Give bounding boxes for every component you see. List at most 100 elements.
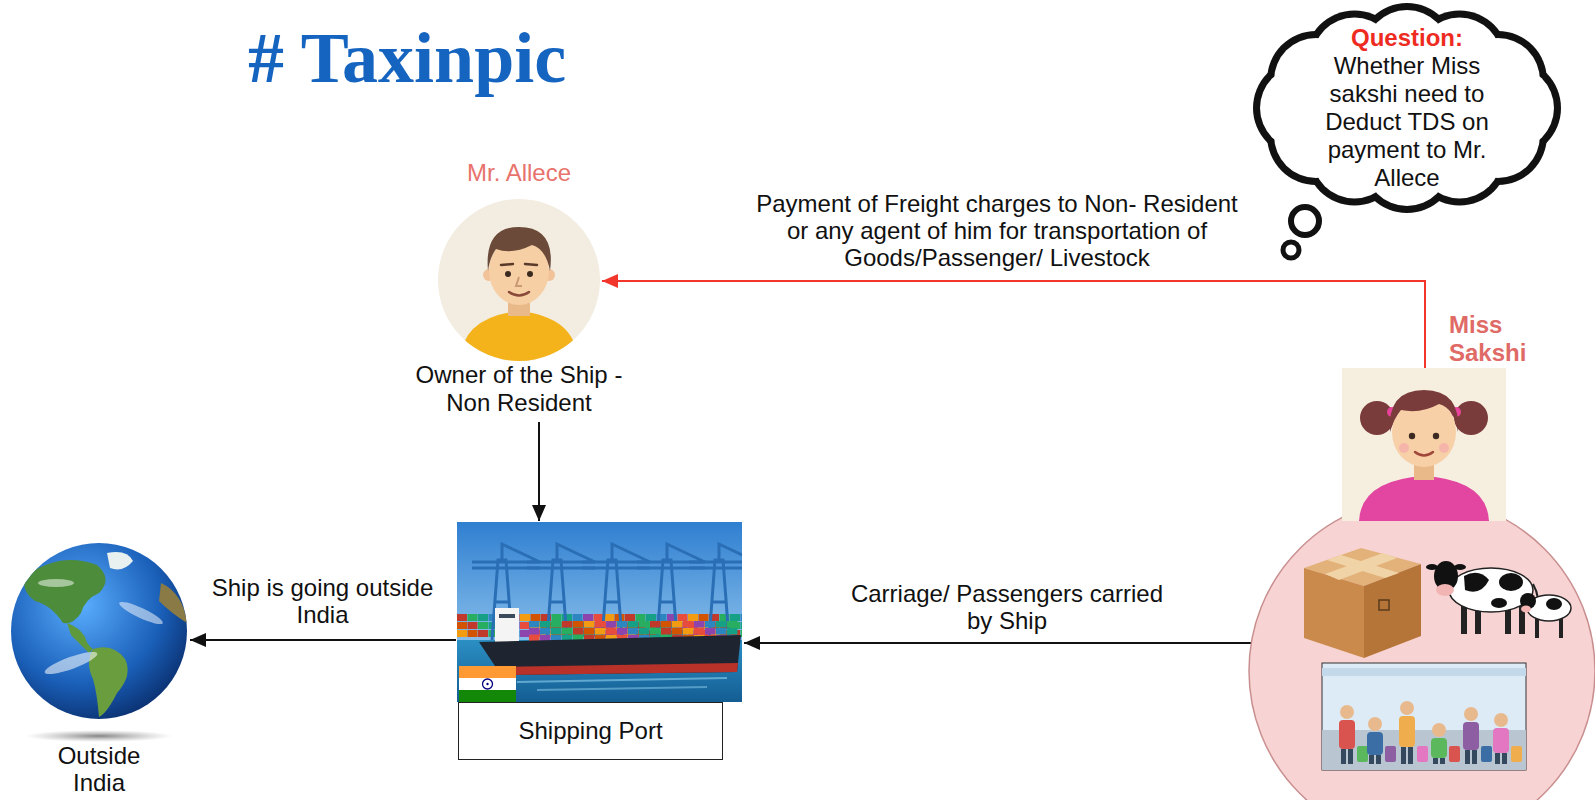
man-figure-part [527,271,533,277]
globe-land-part [43,648,100,678]
girl-avatar-part [1399,443,1409,453]
passenger-photo-part [1465,750,1470,764]
cow-icon-part [1449,568,1533,612]
ship-symbol-part [705,621,716,628]
man-figure-part [516,277,522,286]
ship-symbol-part [537,687,707,690]
ship-symbol-part [595,621,606,628]
ship-symbol-part [672,628,683,635]
ship-symbol-part [683,621,694,628]
place-name: Outside India [39,742,159,796]
cow-icon-part [1426,564,1438,570]
passenger-photo-part [1440,758,1445,764]
man-figure-part [488,227,551,271]
page-title: # Taxinpic [248,22,566,94]
passenger-photo-part [1495,753,1500,764]
ship-symbol-part [584,621,595,628]
passenger-photo-part [1432,723,1446,737]
girl-avatar [1342,368,1506,521]
girl-avatar-part [1360,401,1394,435]
ship-symbol-part [628,628,639,635]
ship-symbol-part [694,621,705,628]
passenger-photo-part [1511,746,1522,762]
globe-land-part [159,583,187,623]
terminal-containers-part [688,614,698,621]
passenger-photo-part [1369,755,1374,764]
ship-symbol-part [650,621,661,628]
question-text: Whether Miss sakshi need to Deduct TDS o… [1320,52,1495,192]
cow-icon-part [1499,573,1523,591]
owner-avatar-shape [438,199,600,361]
ship-symbol [479,608,741,690]
passenger-photo-part [1401,747,1406,764]
ship-symbol-part [573,628,584,635]
terminal-containers-part [520,622,530,629]
terminal-containers-part [604,614,614,621]
cloud-outline [1253,3,1561,213]
departure-arrow [190,639,456,641]
person-name: Mr. Allece [398,159,640,187]
passenger-photo-part [1417,746,1428,762]
ship-symbol-part [529,621,540,628]
cow-icon-part [1464,573,1489,592]
man-figure-part [460,311,578,361]
passenger-photo-part [1449,746,1460,762]
girl-avatar-part [1342,368,1506,521]
passenger-photo-part [1385,746,1396,762]
passenger-photo-part [1400,701,1414,715]
passenger-photo-part [1368,717,1382,731]
terminal-containers-part [531,614,541,621]
terminal-containers-part [552,622,562,629]
passenger-photo-part [1357,746,1368,762]
terminal-containers-part [741,614,743,621]
terminal-containers-part [678,614,688,621]
crane-symbols-part [527,544,595,640]
man-figure-part [509,292,529,296]
globe-sphere [11,543,187,719]
globe-shadow [25,730,173,742]
payer-group-shape [1249,368,1595,800]
passenger-photo-part [1322,668,1526,676]
ship-symbol-part [727,621,738,628]
port-photo [457,522,742,702]
globe-land-part [67,623,93,653]
question-heading: Question: [1320,24,1495,52]
payer-group: Miss Sakshi [1249,368,1595,800]
globe-land [24,552,187,717]
ship-symbol-part [562,628,573,635]
terminal-containers-part [478,622,488,629]
terminal-containers-part [552,614,562,621]
carriage-label: Carriage/ Passengers carried by Ship [842,580,1172,634]
globe-node: Outside India [11,543,187,719]
girl-avatar-part [1433,433,1439,439]
passenger-photo-part [1348,749,1353,764]
man-figure [460,227,578,361]
ship-symbol-part [562,621,573,628]
parcel-icon-part [1325,553,1397,580]
ship-symbol-part [551,628,562,635]
india-flag-part [459,690,516,702]
ownership-arrow [538,422,540,521]
question-cloud: Question:Whether Miss sakshi need to Ded… [1248,2,1566,214]
cow-icon-part [1521,606,1531,613]
passenger-photo-part [1502,753,1507,764]
passenger-photo-part [1433,758,1438,764]
girl-avatar-part [1415,452,1433,456]
terminal-containers-part [520,614,530,621]
ship-symbol-part [716,621,727,628]
passenger-photo [1322,663,1526,770]
owner-avatar: Mr. AlleceOwner of the Ship -Non Residen… [438,199,600,361]
avatar-circle [438,199,600,361]
terminal-containers-part [457,630,467,637]
ship-symbol-part [694,628,705,635]
ship-symbol-part [639,621,650,628]
cow-icon-part [1436,584,1454,596]
cow-icon-part [1546,598,1562,610]
ship-symbol-part [716,628,727,635]
person-role: Owner of the Ship -Non Resident [409,361,629,417]
terminal-containers-part [541,622,551,629]
terminal-containers-part [646,614,656,621]
passenger-photo-part [1322,663,1526,770]
passenger-photo-part [1408,747,1413,764]
ship-symbol-part [727,628,738,635]
